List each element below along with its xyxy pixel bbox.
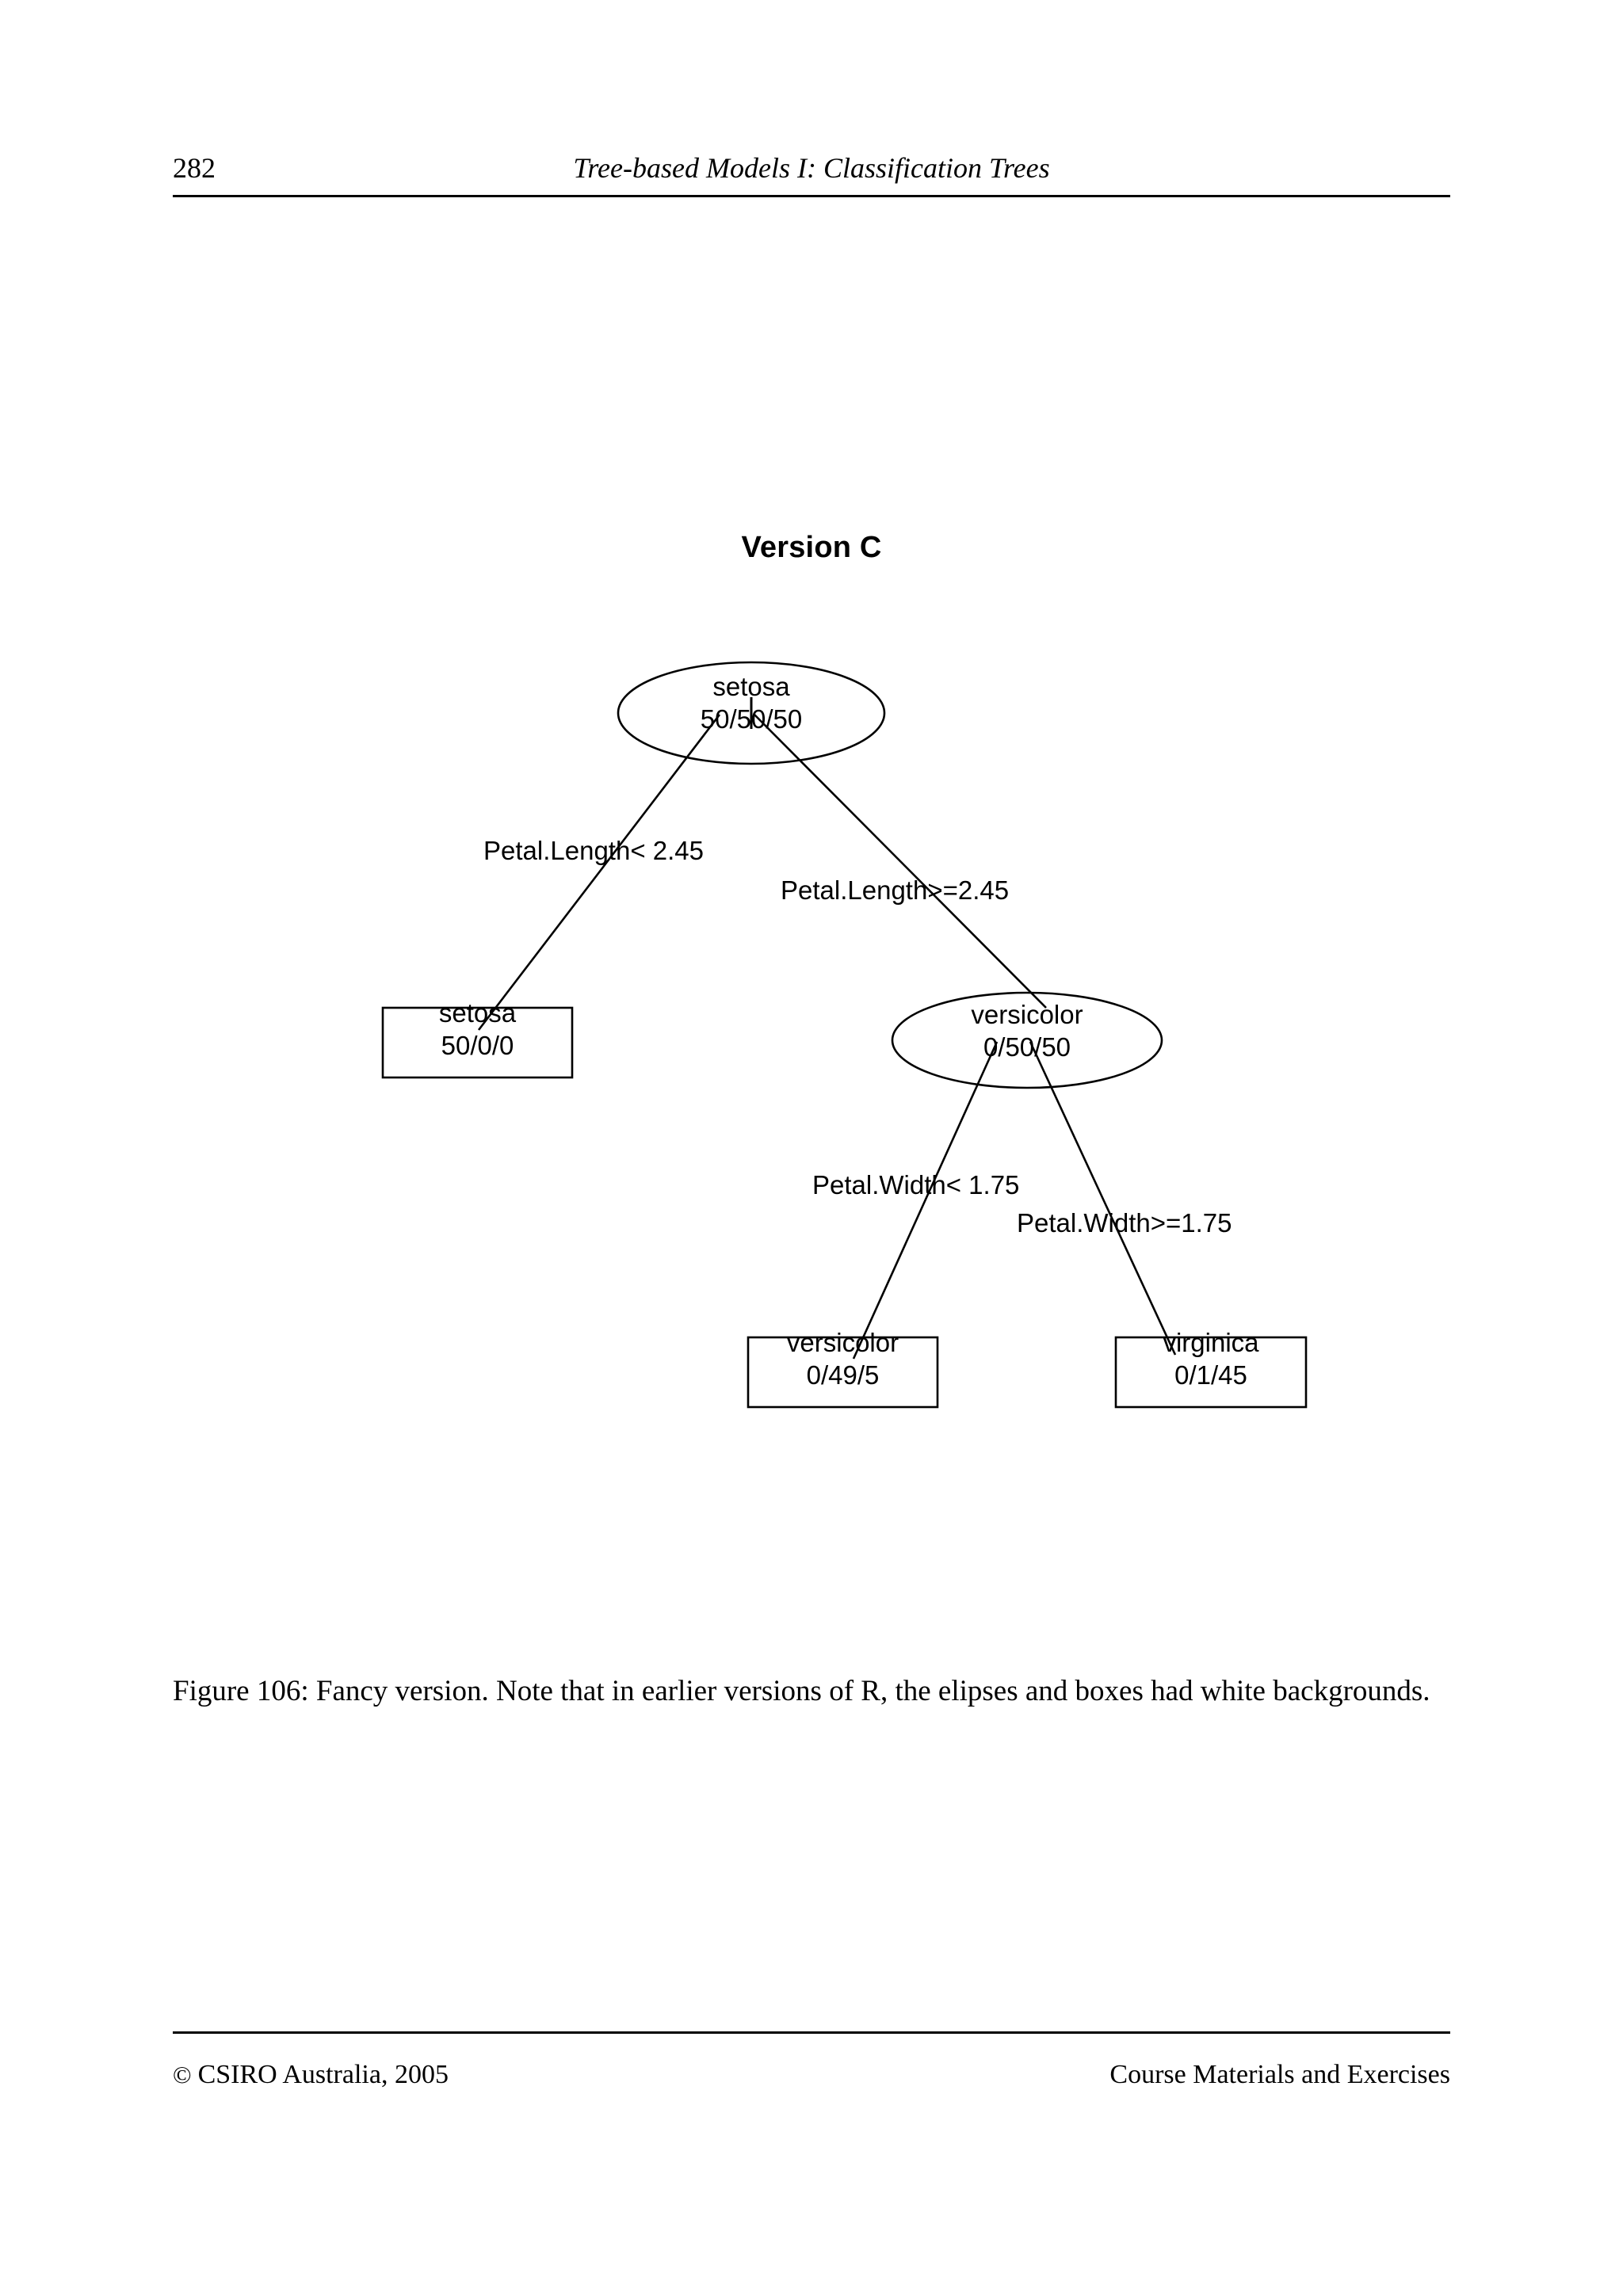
node-label-leaf-virginica: virginica 0/1/45 [1116, 1326, 1306, 1391]
copyright-icon: © [173, 2061, 192, 2088]
edge-root-left [477, 714, 721, 1031]
node-root-class: setosa [712, 672, 790, 701]
tree-node-shapes [381, 661, 1308, 1409]
footer-copyright-text: CSIRO Australia, 2005 [197, 2060, 449, 2089]
split-label-petal-length-lt: Petal.Length< 2.45 [483, 836, 704, 865]
page-footer: ©CSIRO Australia, 2005 Course Materials … [173, 2057, 1450, 2096]
split-label-petal-width-lt: Petal.Width< 1.75 [812, 1170, 1020, 1199]
node-label-leaf-setosa: setosa 50/0/0 [383, 997, 572, 1062]
tree-edges [477, 697, 1177, 1360]
figure-caption: Figure 106: Fancy version. Note that in … [173, 1675, 1430, 1707]
node-shape-leaf-virginica [1114, 1336, 1308, 1409]
node-label-root: setosa 50/50/50 [617, 670, 886, 735]
split-label-petal-length-gte: Petal.Length>=2.45 [781, 875, 1010, 905]
edge-root-right [754, 714, 1047, 1009]
running-title: Tree-based Models I: Classification Tree… [573, 152, 1050, 184]
node-label-leaf-versicolor: versicolor 0/49/5 [748, 1326, 938, 1391]
header-divider [173, 195, 1450, 197]
page-number: 282 [173, 152, 216, 184]
node-internal-versicolor-class: versicolor [971, 1000, 1083, 1029]
node-leaf-virginica-class: virginica [1163, 1328, 1259, 1357]
figure-heading: Version C [741, 531, 882, 564]
footer-divider [173, 2031, 1450, 2034]
node-leaf-setosa-counts: 50/0/0 [441, 1031, 514, 1060]
node-shape-leaf-setosa [381, 1006, 574, 1079]
node-leaf-versicolor-class: versicolor [786, 1328, 899, 1357]
edge-versicolor-right [1029, 1041, 1177, 1356]
footer-series-text: Course Materials and Exercises [1109, 2060, 1450, 2089]
node-shape-leaf-versicolor [747, 1336, 939, 1409]
node-leaf-versicolor-counts: 0/49/5 [806, 1360, 880, 1390]
split-label-petal-width-gte: Petal.Width>=1.75 [1017, 1208, 1232, 1238]
node-shape-internal-versicolor [891, 991, 1163, 1089]
node-internal-versicolor-counts: 0/50/50 [983, 1032, 1071, 1062]
footer-copyright: ©CSIRO Australia, 2005 [173, 2057, 449, 2093]
node-label-internal-versicolor: versicolor 0/50/50 [892, 998, 1162, 1063]
node-root-counts: 50/50/50 [700, 704, 803, 734]
node-leaf-virginica-counts: 0/1/45 [1174, 1360, 1247, 1390]
node-shape-root [617, 661, 886, 765]
node-leaf-setosa-class: setosa [438, 998, 517, 1028]
edge-versicolor-left [852, 1041, 999, 1360]
page-header: 282 Tree-based Models I: Classification … [173, 151, 1450, 200]
